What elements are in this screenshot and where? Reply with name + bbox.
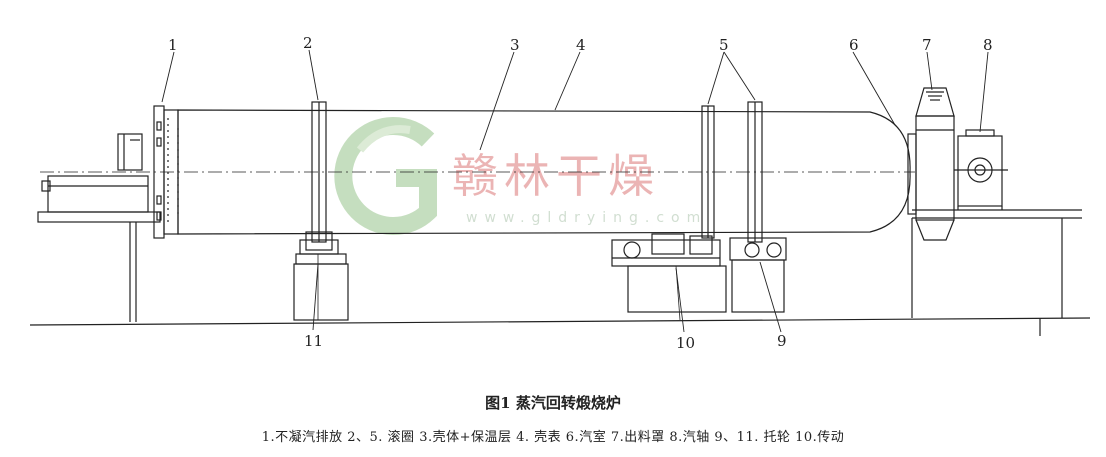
callout-5: 5 (719, 36, 729, 54)
callout-4: 4 (576, 36, 586, 54)
feed-platform (37, 133, 161, 322)
ground-line (29, 317, 1091, 326)
watermark-logo-icon (334, 117, 437, 235)
callout-11: 11 (304, 332, 323, 350)
figure-title: 图1 蒸汽回转煅烧炉 (485, 394, 621, 412)
riding-ring-5a (701, 105, 715, 239)
riding-ring-5b (747, 101, 763, 243)
leader-lines (161, 49, 989, 333)
discharge-platform (911, 206, 1082, 318)
callout-1: 1 (168, 36, 178, 54)
callout-6: 6 (849, 36, 859, 54)
steam-shaft (954, 129, 1008, 207)
callout-3: 3 (510, 36, 520, 54)
watermark-url: www.gldrying.com (466, 210, 707, 226)
callout-10: 10 (676, 334, 695, 352)
callout-labels: 1 2 3 4 5 6 7 8 9 10 11 (168, 34, 993, 352)
discharge-hood (915, 87, 955, 241)
support-roller-11 (293, 253, 349, 321)
callout-9: 9 (777, 332, 787, 350)
steam-chamber (907, 133, 917, 215)
figure-legend: 1.不凝汽排放 2、5. 滚圈 3.壳体+保温层 4. 壳表 6.汽室 7.出料… (261, 430, 845, 445)
callout-7: 7 (922, 36, 932, 54)
watermark: 赣林干燥 www.gldrying.com (334, 117, 707, 235)
drive-unit-10 (611, 233, 727, 321)
callout-2: 2 (303, 34, 313, 52)
riding-ring-2 (299, 101, 339, 255)
callout-8: 8 (983, 36, 993, 54)
rotary-calciner-diagram: 赣林干燥 www.gldrying.com (29, 34, 1091, 352)
support-roller-9 (729, 237, 787, 313)
watermark-text: 赣林干燥 (452, 149, 660, 203)
